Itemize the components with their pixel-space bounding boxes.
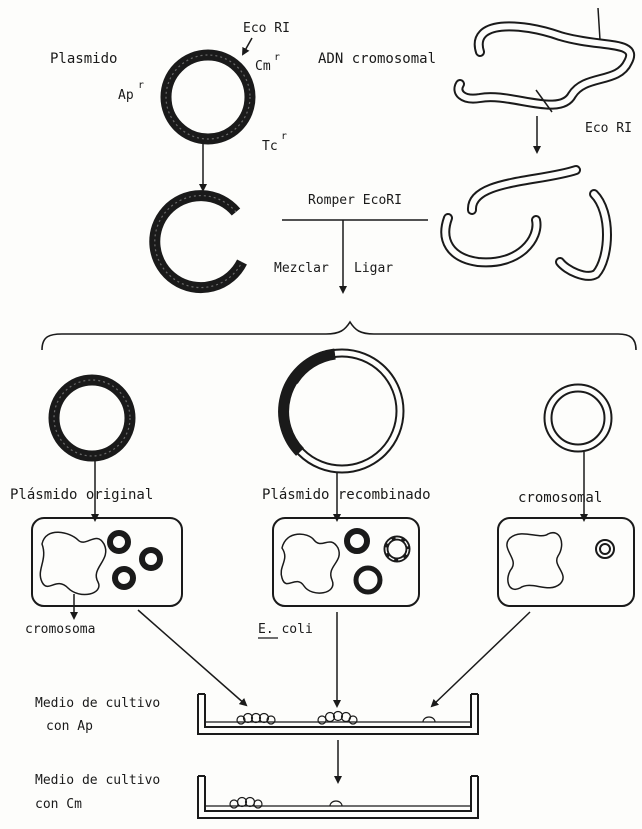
cm-superscript: r <box>274 52 280 63</box>
cell-recombinant <box>273 518 419 606</box>
plasmido-recombinado-label: Plásmido recombinado <box>262 487 431 503</box>
plasmid-circle <box>166 55 250 139</box>
chromosomal-ring-circle <box>548 388 608 448</box>
chromosomal-dna-strand <box>458 26 630 104</box>
ligar-label: Ligar <box>354 261 393 276</box>
plasmido-original-label: Plásmido original <box>10 487 153 503</box>
cell-original <box>32 518 182 606</box>
adn-cromosomal-label: ADN cromosomal <box>318 51 436 67</box>
mezclar-label: Mezclar <box>274 261 329 276</box>
medio-cm-line1: Medio de cultivo <box>35 773 160 788</box>
eco-ri-site-arrow <box>243 38 252 54</box>
ap-superscript: r <box>138 80 144 91</box>
ap-resistance-label: Ap <box>118 88 134 103</box>
medio-ap-line1: Medio de cultivo <box>35 696 160 711</box>
e-coli-label: E. coli <box>258 622 313 637</box>
cut-plasmid-ring <box>155 196 242 288</box>
outcome-brace <box>42 322 636 350</box>
cromosoma-label: cromosoma <box>25 622 95 637</box>
tc-superscript: r <box>281 131 287 142</box>
cromosomal-label: cromosomal <box>518 490 602 506</box>
original-plasmid-circle <box>54 380 130 456</box>
medio-ap-line2: con Ap <box>46 719 93 734</box>
medio-cm-line2: con Cm <box>35 797 82 812</box>
cm-culture-plate <box>198 776 478 818</box>
dna-fragment-1 <box>472 170 576 210</box>
romper-ecori-label: Romper EcoRI <box>308 193 402 208</box>
plasmido-label: Plasmido <box>50 51 117 67</box>
cm-resistance-label: Cm <box>255 59 271 74</box>
dna-fragment-3 <box>560 194 607 276</box>
eco-ri-cut-mark-1 <box>598 8 600 40</box>
eco-ri-site-label: Eco RI <box>243 21 290 36</box>
dna-fragment-2 <box>445 218 536 262</box>
cell-chromosomal <box>498 518 634 606</box>
chromosomal-to-plate-arrow <box>432 612 530 706</box>
recombinant-plasmid-circle <box>284 353 400 469</box>
tc-resistance-label: Tc <box>262 139 278 154</box>
original-to-plate-arrow <box>138 610 246 705</box>
eco-ri-chromosome-label: Eco RI <box>585 121 632 136</box>
